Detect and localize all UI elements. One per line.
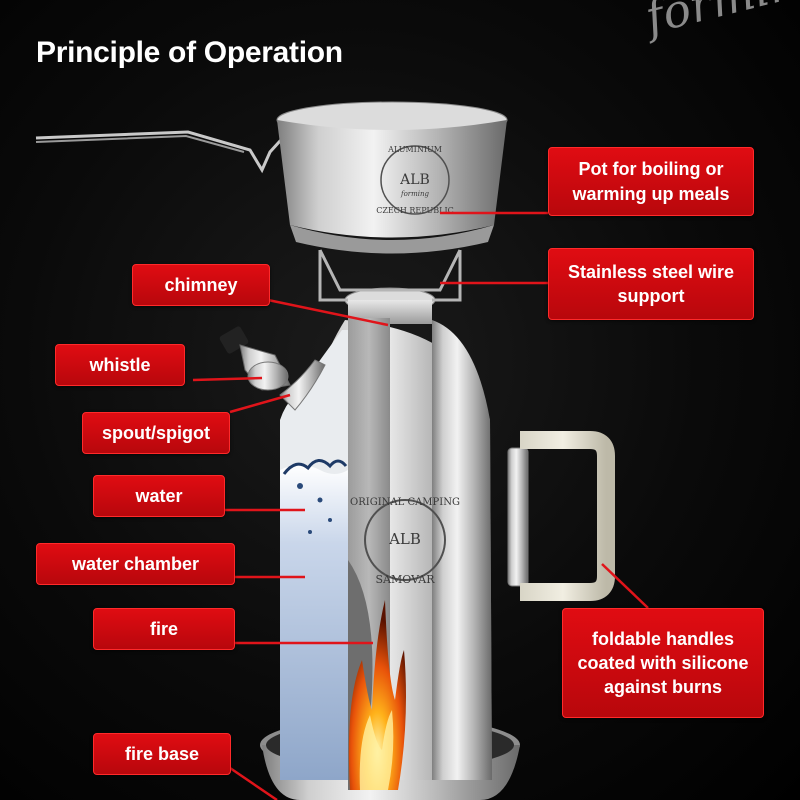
label-handles: foldable handles coated with silicone ag… [562, 608, 764, 718]
label-fire-base: fire base [93, 733, 231, 775]
label-chimney: chimney [132, 264, 270, 306]
leader-spout [230, 395, 290, 412]
body-stamp-ring-bottom: SAMOVAR [376, 573, 436, 586]
pot-stamp-ring-top: ALUMINIUM [387, 145, 442, 154]
foldable-handle [508, 440, 606, 592]
label-whistle: whistle [55, 344, 185, 386]
label-water: water [93, 475, 225, 517]
label-spout: spout/spigot [82, 412, 230, 454]
body-stamp-brand: ALB [388, 530, 421, 548]
body-stamp-ring-top: ORIGINAL CAMPING [350, 497, 460, 508]
pot-stamp-brand: ALB [399, 172, 430, 188]
pot-stamp-sub: forming [400, 190, 430, 198]
label-pot: Pot for boiling or warming up meals [548, 147, 754, 216]
whistle [219, 325, 290, 390]
cooking-pot [36, 102, 507, 254]
label-support: Stainless steel wire support [548, 248, 754, 320]
label-fire: fire [93, 608, 235, 650]
label-water-chamber: water chamber [36, 543, 235, 585]
